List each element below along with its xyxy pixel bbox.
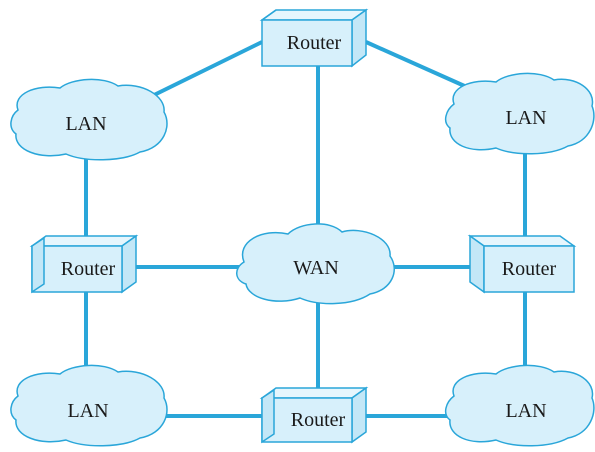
lan-top-right: LAN — [444, 72, 595, 155]
wan-label: WAN — [293, 257, 339, 279]
router-left: Router — [29, 234, 139, 294]
router-bottom: Router — [259, 386, 369, 444]
router-right: Router — [467, 234, 577, 294]
lan-bottom-left: LAN — [10, 364, 168, 447]
wan-cloud: WAN — [236, 223, 395, 305]
router-left-label: Router — [61, 258, 116, 280]
link-router-top-lan-top-left — [149, 40, 263, 99]
lan-top-right-label: LAN — [505, 107, 546, 129]
links — [84, 40, 527, 418]
link-router-top-lan-top-right — [365, 40, 479, 94]
lan-bottom-right: LAN — [444, 364, 595, 447]
router-top-label: Router — [287, 32, 342, 54]
lan-bottom-right-label: LAN — [505, 400, 546, 422]
router-bottom-label: Router — [291, 409, 346, 431]
lan-bottom-left-label: LAN — [67, 400, 108, 422]
lan-top-left-label: LAN — [65, 113, 106, 135]
lan-top-left: LAN — [10, 78, 168, 161]
router-top: Router — [259, 8, 369, 68]
router-right-label: Router — [502, 258, 557, 280]
